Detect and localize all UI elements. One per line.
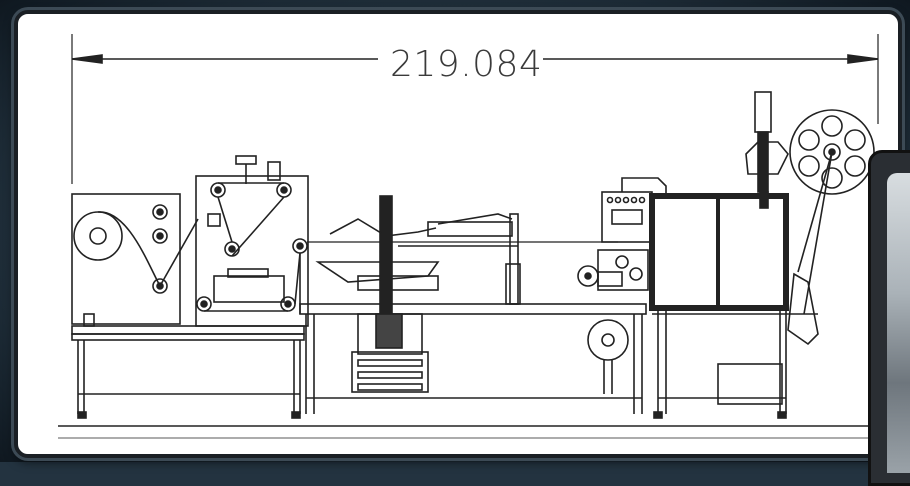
festoon-station <box>195 155 309 327</box>
adjacent-window-photo <box>887 173 910 473</box>
dimension-line <box>71 34 879 184</box>
control-panel <box>601 177 667 243</box>
forming-station <box>315 195 521 317</box>
left-table <box>71 313 305 419</box>
drive-assembly <box>577 249 649 394</box>
actuator <box>745 91 789 209</box>
machine-drawing <box>58 34 898 439</box>
unwind-station <box>71 193 199 325</box>
adjacent-window-edge <box>868 150 910 486</box>
enclosure <box>649 193 818 419</box>
rewind-wheel <box>787 109 875 346</box>
drawing-frame: 219.084 <box>14 10 902 458</box>
center-table <box>299 303 647 414</box>
overall-width-dimension: 219.084 <box>390 44 543 85</box>
